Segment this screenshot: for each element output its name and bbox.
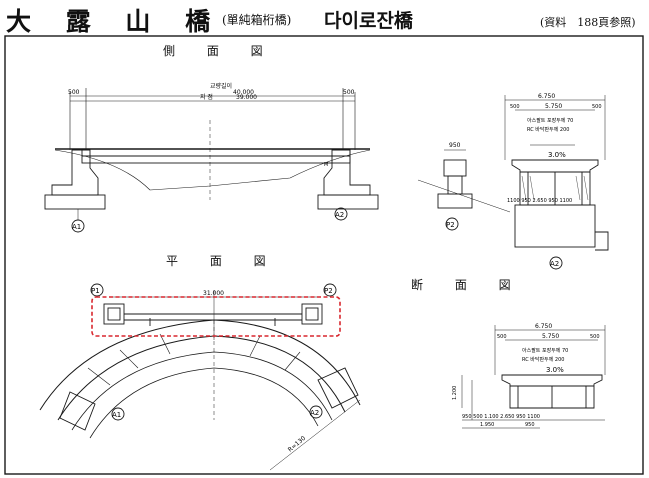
side-length-label: 교량길이 bbox=[210, 82, 232, 90]
plan-p2-label: P2 bbox=[324, 287, 333, 295]
section-top-width-total: 6.750 bbox=[538, 93, 555, 100]
section-bottom-pavement-note: 아스팔트 포장두께 70 bbox=[522, 347, 568, 354]
title-block: 大 露 山 橋 (單純箱桁橋) 다이로잔橋 (資料 188頁参照) bbox=[0, 0, 649, 36]
highlight-box bbox=[91, 296, 341, 337]
plan-radius: R=130 bbox=[287, 435, 307, 454]
section-top-pavement-note: 아스팔트 포장두께 70 bbox=[527, 117, 573, 124]
section-bottom-slope: 3.0% bbox=[546, 366, 564, 374]
section-bottom-dims: 950 500 1.100 2.650 950 1100 bbox=[462, 414, 540, 420]
section-top-slope: 3.0% bbox=[548, 151, 566, 159]
pier-p2-label: P2 bbox=[446, 221, 455, 229]
section-top-width-inner: 5.750 bbox=[545, 103, 562, 110]
side-view-drawing bbox=[44, 88, 379, 233]
section-top-a2-label: A2 bbox=[550, 260, 559, 268]
side-total-length: 40.000 bbox=[233, 89, 254, 96]
plan-span: 31.000 bbox=[203, 290, 224, 297]
abutment-a2-label: A2 bbox=[335, 211, 344, 219]
section-bottom-total: 1.950 bbox=[480, 422, 494, 428]
section-top-left-offset: 500 bbox=[510, 104, 520, 110]
section-top-right-offset: 500 bbox=[592, 104, 602, 110]
section-bottom-width-total: 6.750 bbox=[535, 323, 552, 330]
bearing-mark: M bbox=[324, 162, 328, 168]
pier-top-dim: 950 bbox=[449, 142, 461, 149]
side-right-offset: 500 bbox=[343, 89, 355, 96]
plan-a1-label: A1 bbox=[112, 411, 121, 419]
section-top-slab-note: RC 바닥판두께 200 bbox=[527, 126, 569, 133]
section-bottom-drawing bbox=[461, 325, 606, 429]
abutment-a1-label: A1 bbox=[72, 223, 81, 231]
section-bottom-height: 1.200 bbox=[452, 386, 458, 400]
bridge-type-subtitle: (單純箱桁橋) bbox=[222, 13, 292, 27]
section-bottom-width-inner: 5.750 bbox=[542, 333, 559, 340]
pier-detail-drawing bbox=[417, 149, 511, 231]
reference-note: (資料 188頁参照) bbox=[540, 16, 636, 29]
section-bottom-left-offset: 500 bbox=[497, 334, 507, 340]
section-top-drawing bbox=[504, 95, 609, 270]
section-bottom-right: 950 bbox=[525, 422, 535, 428]
side-view-title: 側 面 図 bbox=[163, 44, 277, 58]
side-span-label: 지 점 bbox=[200, 93, 213, 101]
section-view-title: 断 面 図 bbox=[411, 278, 525, 292]
plan-p1-label: P1 bbox=[91, 287, 100, 295]
section-top-bottom-dims: 1100 950 2.650 950 1100 bbox=[507, 198, 572, 204]
plan-view-drawing bbox=[39, 283, 361, 471]
section-bottom-slab-note: RC 바닥판두께 200 bbox=[522, 356, 564, 363]
bridge-title-korean: 다이로잔橋 bbox=[324, 10, 413, 32]
section-bottom-right-offset: 500 bbox=[590, 334, 600, 340]
sheet-border bbox=[4, 35, 644, 475]
plan-view-title: 平 面 図 bbox=[166, 254, 280, 268]
side-left-offset: 500 bbox=[68, 89, 80, 96]
side-span: 39.000 bbox=[236, 94, 257, 101]
plan-a2-label: A2 bbox=[310, 409, 319, 417]
bridge-title: 大 露 山 橋 bbox=[6, 7, 224, 36]
